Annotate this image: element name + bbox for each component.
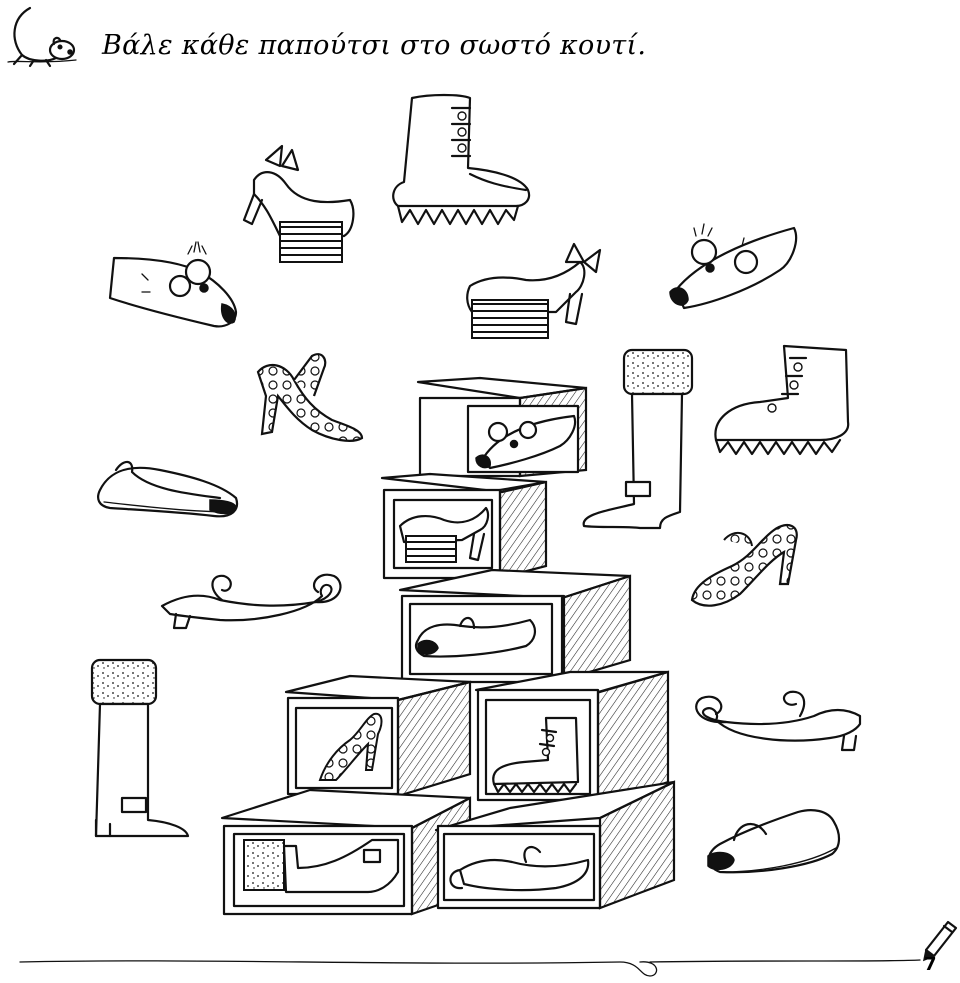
- page-number: 7: [924, 954, 937, 975]
- shoe-box-6: [220, 788, 472, 916]
- shoe-box-2: [380, 472, 548, 580]
- bottom-rule: [19, 959, 921, 977]
- shoe-box-3: [398, 568, 632, 684]
- pencil-icon: [922, 920, 958, 962]
- shoe-box-4: [284, 674, 472, 798]
- polka-heel-shoe-2: [690, 523, 798, 607]
- worksheet-instruction: Βάλε κάθε παπούτσι στο σωστό κουτί.: [102, 30, 647, 61]
- lace-boot-shoe-2: [714, 344, 850, 456]
- polka-heel-shoe-1: [256, 353, 364, 442]
- loafer-shoe-1: [97, 460, 239, 518]
- fur-boot-shoe-2: [582, 348, 694, 530]
- shoe-box-7: [434, 780, 676, 910]
- shoe-box-1: [416, 376, 588, 478]
- curly-shoe-2: [695, 690, 862, 752]
- shoe-box-5: [474, 670, 670, 808]
- dog-mascot-icon: [7, 6, 77, 68]
- loafer-shoe-2: [707, 809, 841, 874]
- fur-boot-shoe-1: [90, 658, 190, 838]
- mouse-slipper-2: [669, 223, 798, 310]
- bow-heel-shoe-1: [242, 144, 355, 263]
- bow-heel-shoe-2: [466, 242, 602, 339]
- mouse-slipper-1: [108, 241, 238, 328]
- curly-shoe-1: [160, 573, 342, 630]
- lace-boot-shoe-1: [392, 93, 531, 226]
